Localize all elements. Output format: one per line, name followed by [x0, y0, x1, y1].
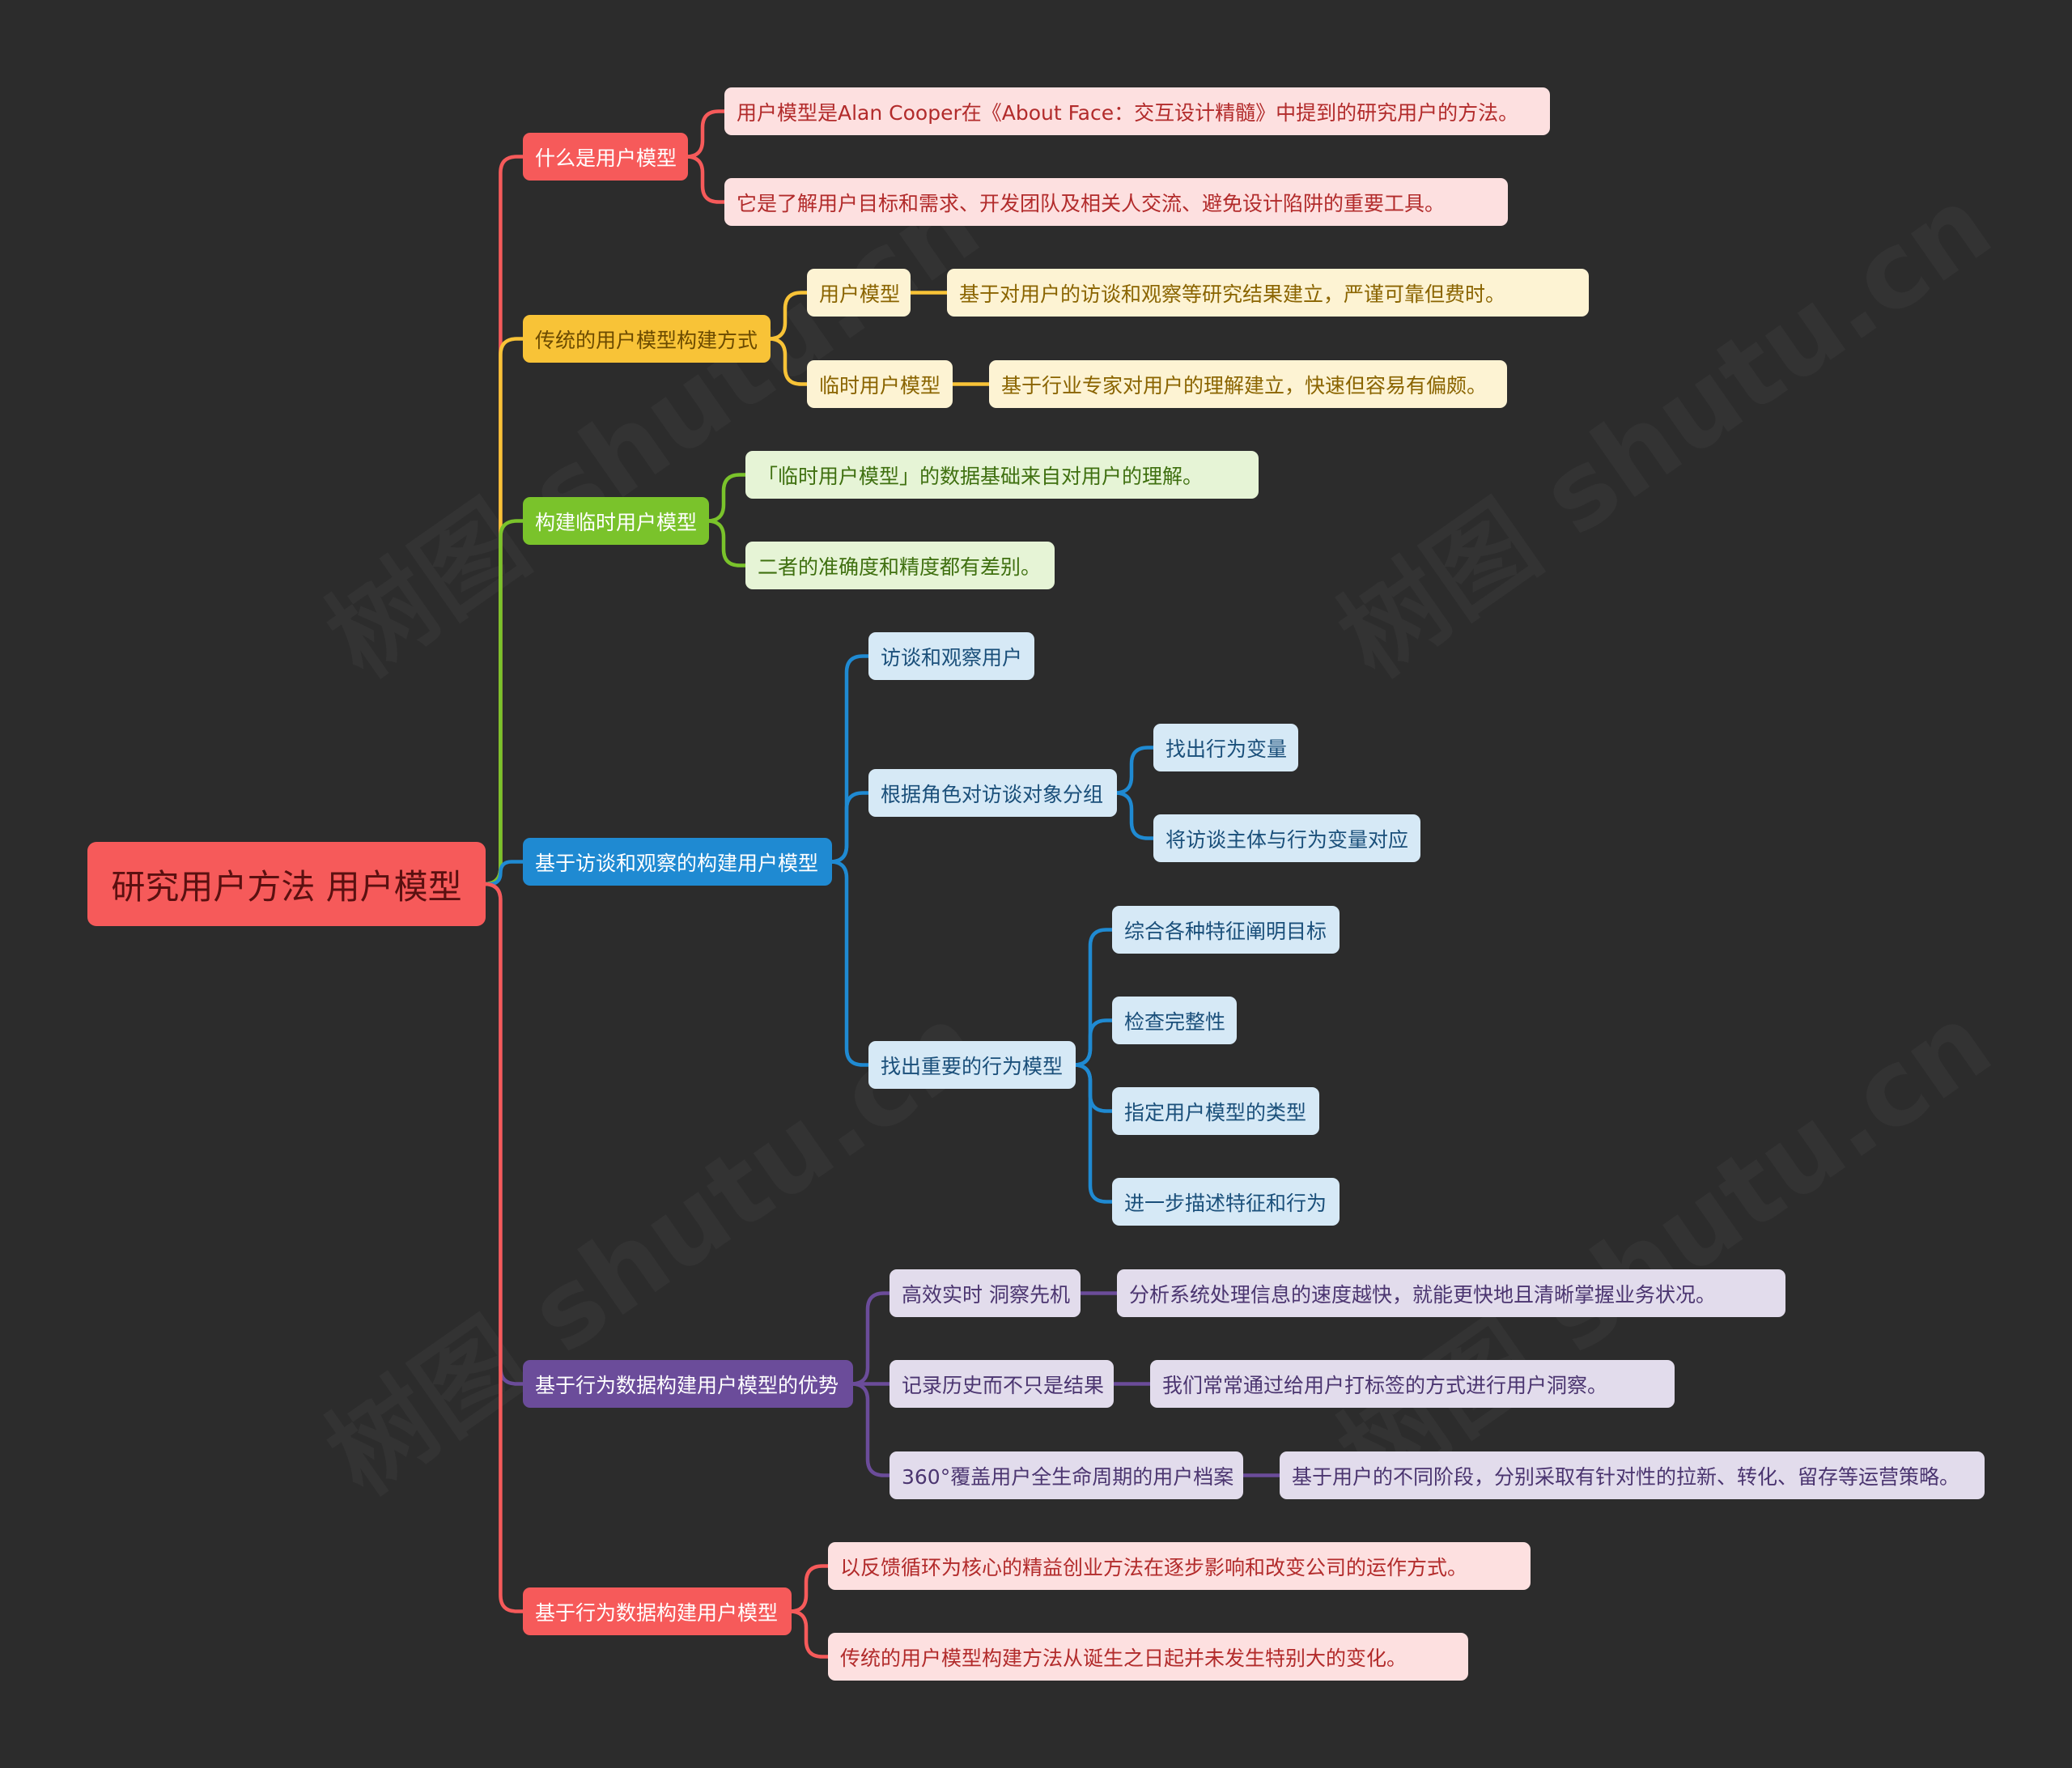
branch-connector [684, 109, 727, 159]
leaf-temp-data-basis[interactable]: 「临时用户模型」的数据基础来自对用户的理解。 [745, 451, 1259, 499]
branch-what-is-user-model[interactable]: 什么是用户模型 [523, 133, 688, 181]
branch-connector [684, 155, 727, 204]
leaf-realtime-desc[interactable]: 分析系统处理信息的速度越快，就能更快地且清晰掌握业务状况。 [1117, 1269, 1785, 1317]
branch-build-temp-model[interactable]: 构建临时用户模型 [523, 497, 709, 545]
branch-connector [849, 1382, 892, 1477]
leaf-lean-startup[interactable]: 以反馈循环为核心的精益创业方法在逐步影响和改变公司的运作方式。 [828, 1542, 1531, 1590]
topic-record-history[interactable]: 记录历史而不只是结果 [890, 1360, 1114, 1408]
topic-realtime-insight[interactable]: 高效实时 洞察先机 [890, 1269, 1081, 1317]
root-topic[interactable]: 研究用户方法 用户模型 [87, 842, 486, 926]
leaf-temp-user-model-desc[interactable]: 基于行业专家对用户的理解建立，快速但容易有偏颇。 [989, 360, 1507, 408]
branch-interview-observation[interactable]: 基于访谈和观察的构建用户模型 [523, 838, 832, 886]
branch-traditional-methods[interactable]: 传统的用户模型构建方式 [523, 315, 771, 363]
root-connector [482, 519, 525, 886]
sub-connector [1072, 928, 1115, 1067]
branch-connector [828, 860, 871, 1067]
branch-behavior-data-model[interactable]: 基于行为数据构建用户模型 [523, 1587, 792, 1635]
branch-connector [705, 519, 748, 567]
topic-full-lifecycle-profile[interactable]: 360°覆盖用户全生命周期的用户档案 [890, 1451, 1243, 1499]
branch-connector [788, 1609, 830, 1659]
sub-connector [1113, 746, 1156, 795]
leaf-find-behavior-vars[interactable]: 找出行为变量 [1153, 724, 1298, 771]
leaf-map-subjects-vars[interactable]: 将访谈主体与行为变量对应 [1153, 814, 1420, 862]
leaf-lifecycle-desc[interactable]: 基于用户的不同阶段，分别采取有针对性的拉新、转化、留存等运营策略。 [1280, 1451, 1985, 1499]
topic-interview-users[interactable]: 访谈和观察用户 [868, 632, 1034, 680]
leaf-describe-traits[interactable]: 进一步描述特征和行为 [1112, 1178, 1340, 1226]
leaf-tool-purpose[interactable]: 它是了解用户目标和需求、开发团队及相关人交流、避免设计陷阱的重要工具。 [724, 178, 1508, 226]
branch-connector [766, 291, 809, 341]
leaf-clarify-goals[interactable]: 综合各种特征阐明目标 [1112, 906, 1340, 954]
root-connector [482, 882, 525, 1613]
leaf-check-completeness[interactable]: 检查完整性 [1112, 997, 1237, 1044]
branch-connector [828, 791, 871, 864]
leaf-user-model-desc[interactable]: 基于对用户的访谈和观察等研究结果建立，严谨可靠但费时。 [947, 269, 1589, 317]
topic-key-behavior-patterns[interactable]: 找出重要的行为模型 [868, 1041, 1076, 1089]
sub-connector [1072, 1063, 1115, 1204]
branch-connector [849, 1291, 892, 1386]
root-connector [483, 860, 525, 886]
sub-connector [1072, 1018, 1115, 1067]
branch-behavior-data-advantages[interactable]: 基于行为数据构建用户模型的优势 [523, 1360, 853, 1408]
leaf-traditional-unchanged[interactable]: 传统的用户模型构建方法从诞生之日起并未发生特别大的变化。 [828, 1633, 1468, 1681]
branch-connector [788, 1564, 830, 1613]
sub-connector [1113, 791, 1156, 840]
leaf-accuracy-difference[interactable]: 二者的准确度和精度都有差别。 [745, 542, 1055, 589]
root-connector [482, 337, 525, 886]
sub-connector [1072, 1063, 1115, 1113]
leaf-specify-type[interactable]: 指定用户模型的类型 [1112, 1087, 1319, 1135]
root-connector [482, 882, 525, 1386]
branch-connector [828, 654, 871, 864]
topic-user-model[interactable]: 用户模型 [807, 269, 911, 317]
leaf-record-history-desc[interactable]: 我们常常通过给用户打标签的方式进行用户洞察。 [1150, 1360, 1675, 1408]
branch-connector [766, 337, 809, 386]
topic-temp-user-model[interactable]: 临时用户模型 [807, 360, 953, 408]
branch-connector [705, 473, 748, 523]
topic-group-by-role[interactable]: 根据角色对访谈对象分组 [868, 769, 1117, 817]
leaf-definition[interactable]: 用户模型是Alan Cooper在《About Face：交互设计精髓》中提到的… [724, 87, 1550, 135]
